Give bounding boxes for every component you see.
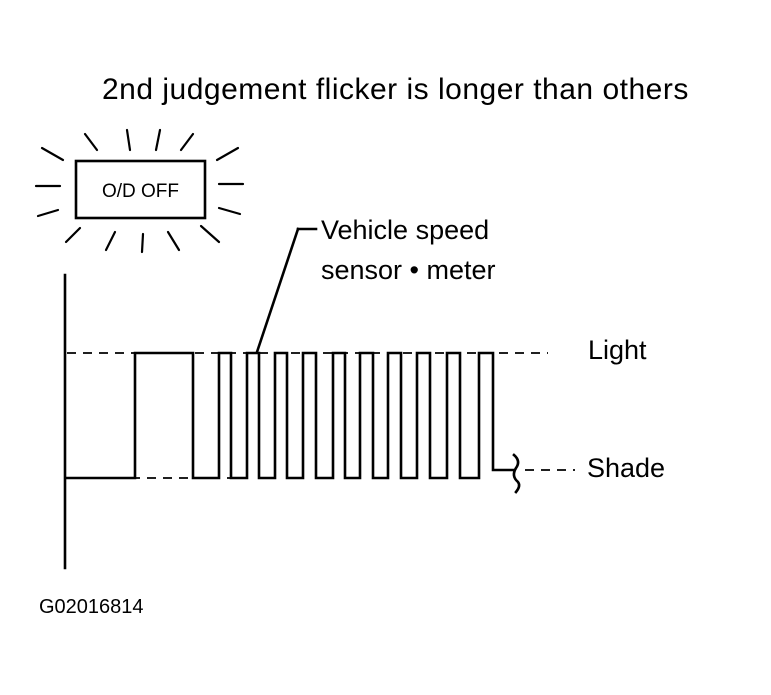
sensor-annotation: Vehicle speed sensor • meter <box>255 215 496 354</box>
lamp-rays-icon <box>34 128 245 254</box>
od-off-label: O/D OFF <box>102 181 179 202</box>
annotation-line-2: sensor • meter <box>321 255 496 285</box>
od-off-box <box>74 159 207 220</box>
od-off-lamp: O/D OFF <box>34 128 245 254</box>
annotation-line-1: Vehicle speed <box>321 215 489 245</box>
break-mark-icon <box>512 453 521 494</box>
figure-code: G02016814 <box>39 596 144 618</box>
leader-line-diagonal <box>255 227 300 354</box>
shade-label: Shade <box>587 453 665 483</box>
flicker-waveform <box>65 351 516 480</box>
diagram-title: 2nd judgement flicker is longer than oth… <box>102 73 689 106</box>
light-label: Light <box>588 335 647 365</box>
